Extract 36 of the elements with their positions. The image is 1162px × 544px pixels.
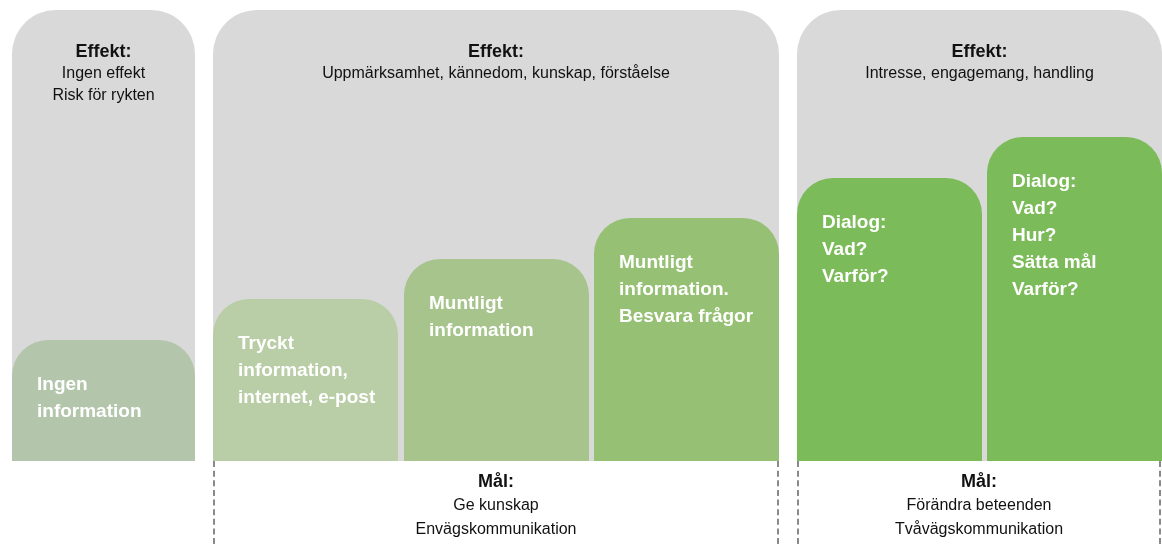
effect-text: Intresse, engagemang, handling <box>865 63 1094 83</box>
step-text: Vad? <box>822 237 868 261</box>
panel-heading: Effekt: <box>951 40 1008 62</box>
goal-text: Tvåvägskommunikation <box>894 519 1064 539</box>
step-text: Ingen information <box>37 372 143 423</box>
effect-text: Uppmärksamhet, kännedom, kunskap, förståelse <box>322 63 670 83</box>
method-step-bar <box>594 218 779 461</box>
panel-heading: Effekt: <box>468 40 524 62</box>
step-text: Dialog: <box>822 210 887 234</box>
step-text: Hur? <box>1012 223 1057 247</box>
effect-panel <box>12 10 195 461</box>
step-text: Vad? <box>1012 196 1058 220</box>
step-text: Dialog: <box>1012 169 1077 193</box>
effect-panel <box>213 10 779 461</box>
goal-text: Förändra beteenden <box>906 495 1052 515</box>
effect-text: Ingen effekt <box>61 63 146 83</box>
panel-heading: Effekt: <box>75 40 132 62</box>
method-step-bar <box>987 137 1162 461</box>
goal-heading: Mål: <box>961 470 997 493</box>
step-text: Sätta mål <box>1012 250 1097 274</box>
step-text: Muntligt information. Besvara frågor <box>619 250 755 328</box>
goal-bracket <box>797 461 1161 544</box>
step-text: Varför? <box>822 264 889 288</box>
effect-panel <box>797 10 1162 461</box>
step-text: Varför? <box>1012 277 1079 301</box>
goal-text: Envägskommunikation <box>415 519 577 539</box>
method-step-bar <box>404 259 589 461</box>
method-step-bar <box>12 340 195 461</box>
goal-bracket <box>213 461 779 544</box>
step-text: Tryckt information, internet, e-post <box>238 331 377 409</box>
goal-text: Ge kunskap <box>453 495 539 515</box>
goal-heading: Mål: <box>478 470 514 493</box>
method-step-bar <box>797 178 982 461</box>
method-step-bar <box>213 299 398 461</box>
step-text: Muntligt information <box>429 291 535 342</box>
effect-text: Risk för rykten <box>52 85 155 105</box>
